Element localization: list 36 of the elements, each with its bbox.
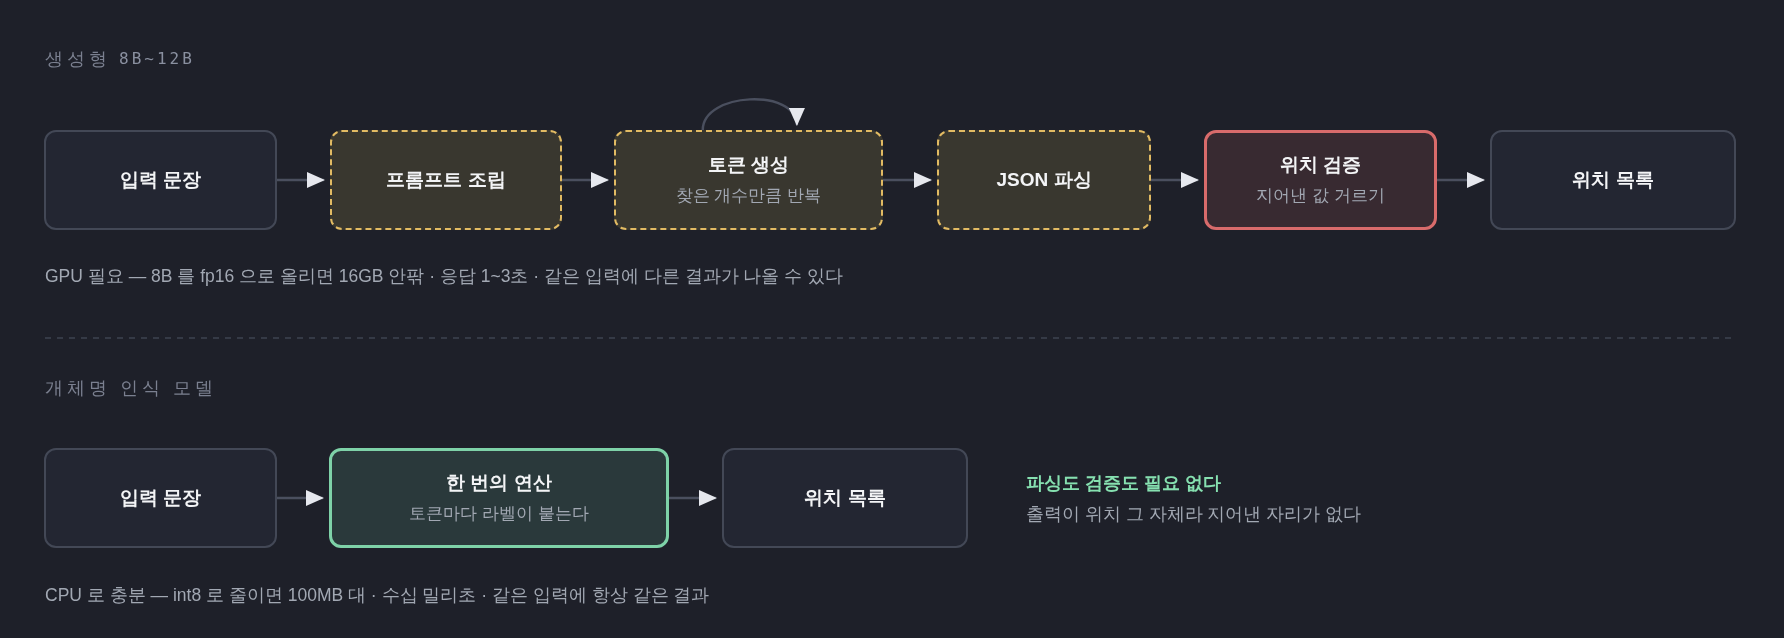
arrow xyxy=(1151,172,1199,188)
box-title: 입력 문장 xyxy=(119,486,202,510)
process-box xyxy=(329,448,669,548)
size-tag: 8B~12B xyxy=(119,47,195,71)
box-title: 위치 목록 xyxy=(804,486,886,510)
dashed-process-box xyxy=(937,130,1151,230)
box-title: JSON 파싱 xyxy=(996,168,1092,192)
note-text: GPU 필요 — 8B 를 fp16 으로 올리면 16GB 안팎 · 응답 1~3초 · 같은 입력에 다른 결과가 나올 수 있다 xyxy=(45,265,844,288)
loop-arrow xyxy=(701,98,802,131)
arrow xyxy=(669,490,717,506)
box-title: 토큰 생성 xyxy=(707,153,790,177)
box-title: 입력 문장 xyxy=(119,168,202,192)
box-title: 위치 목록 xyxy=(1572,168,1654,192)
process-box xyxy=(44,448,277,548)
box-title: 위치 검증 xyxy=(1279,153,1362,177)
arrow xyxy=(277,172,325,188)
box-subtitle: 찾은 개수만큼 반복 xyxy=(675,185,822,207)
section-heading: 개체명 인식 모델 xyxy=(45,377,217,400)
note-text: 출력이 위치 그 자체라 지어낸 자리가 없다 xyxy=(1026,503,1362,526)
note-text: CPU 로 충분 — int8 로 줄이면 100MB 대 · 수십 밀리초 · 같은 입력에 항상 같은 결과 xyxy=(45,584,710,607)
box-subtitle: 지어낸 값 거르기 xyxy=(1256,185,1385,207)
box-title: 프롬프트 조립 xyxy=(386,168,506,192)
dashed-process-box xyxy=(330,130,562,230)
arrow xyxy=(562,172,609,188)
arrow xyxy=(277,490,324,506)
section-heading: 생성형 xyxy=(45,48,111,71)
process-box xyxy=(1204,130,1437,230)
box-subtitle: 토큰마다 라벨이 붙는다 xyxy=(409,503,589,525)
arrow xyxy=(883,172,932,188)
process-box xyxy=(1490,130,1736,230)
box-title: 한 번의 연산 xyxy=(446,471,552,495)
process-box xyxy=(722,448,968,548)
process-box xyxy=(44,130,277,230)
note-heading: 파싱도 검증도 필요 없다 xyxy=(1026,472,1221,495)
dashed-process-box xyxy=(614,130,883,230)
arrow xyxy=(1437,172,1485,188)
